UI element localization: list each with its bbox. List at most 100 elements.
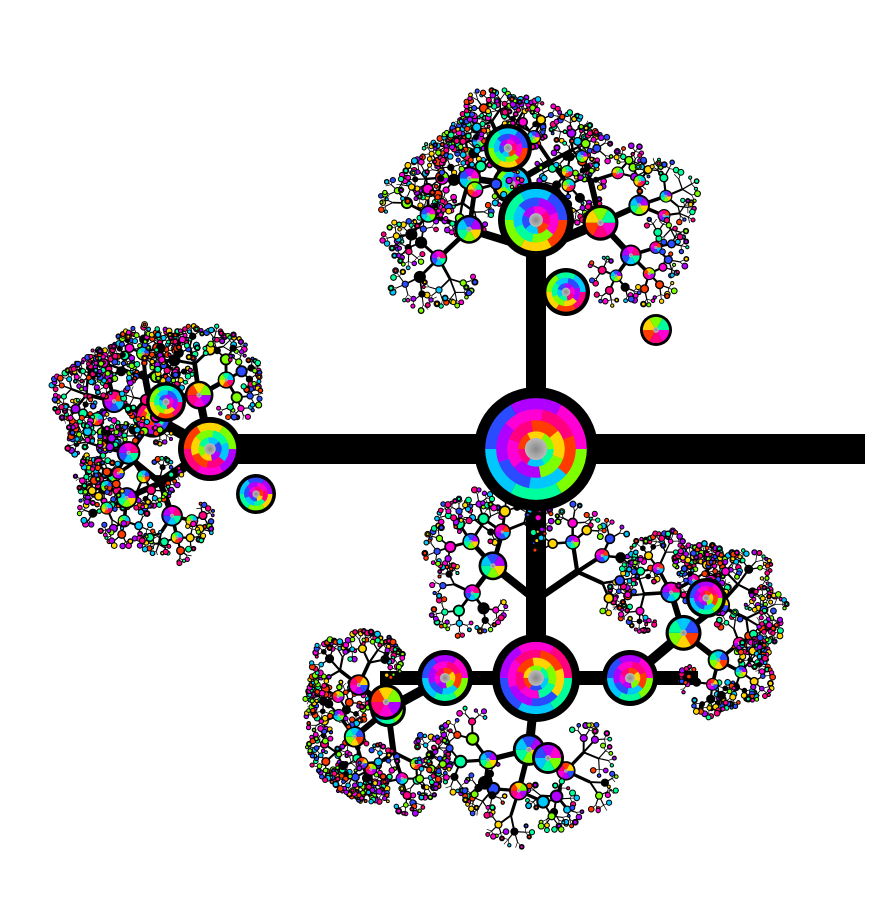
leaf-dot bbox=[517, 99, 522, 104]
twig-line bbox=[454, 292, 458, 301]
node-dot bbox=[472, 133, 480, 141]
node-dot bbox=[501, 100, 508, 107]
twig-line bbox=[449, 278, 456, 293]
twig-line bbox=[82, 379, 86, 386]
twig-line bbox=[486, 828, 492, 832]
twig-line bbox=[603, 804, 608, 811]
leaf-dot bbox=[512, 98, 518, 104]
twig-line bbox=[682, 588, 686, 592]
branch-line bbox=[514, 122, 530, 132]
twig-line bbox=[157, 532, 163, 545]
leaf-dot bbox=[445, 207, 453, 215]
leaf-dot bbox=[615, 149, 620, 154]
twig-line bbox=[682, 183, 692, 190]
leaf-dot bbox=[577, 114, 584, 120]
twig-line bbox=[257, 365, 261, 368]
twig-line bbox=[405, 787, 412, 791]
twig-line bbox=[64, 419, 66, 424]
twig-line bbox=[111, 519, 120, 525]
twig-line bbox=[80, 398, 82, 402]
leaf-dot bbox=[608, 141, 613, 146]
twig-line bbox=[158, 543, 165, 549]
leaf-dot bbox=[621, 146, 627, 152]
twig-line bbox=[473, 91, 477, 95]
branch-line bbox=[338, 657, 344, 671]
twig-line bbox=[564, 119, 571, 124]
twig-line bbox=[756, 617, 760, 621]
leaf-dot bbox=[596, 184, 604, 191]
leaf-dot bbox=[577, 174, 584, 181]
leaf-dot bbox=[487, 102, 493, 108]
node-dot bbox=[653, 227, 663, 237]
twig-line bbox=[319, 644, 321, 648]
twig-line bbox=[445, 785, 451, 789]
leaf-dot bbox=[540, 136, 545, 141]
node-disc bbox=[633, 174, 647, 188]
twig-line bbox=[222, 346, 231, 352]
twig-line bbox=[652, 218, 657, 225]
leaf-dot bbox=[640, 156, 647, 164]
twig-line bbox=[613, 604, 618, 611]
leaf-dot bbox=[482, 221, 489, 228]
twig-line bbox=[424, 792, 429, 794]
leaf-dot bbox=[524, 107, 529, 112]
twig-line bbox=[493, 617, 497, 622]
leaf-dot bbox=[540, 174, 548, 182]
twig-line bbox=[488, 207, 493, 210]
leaf-dot bbox=[685, 198, 691, 203]
leaf-dot bbox=[604, 157, 611, 165]
leaf-dot bbox=[443, 216, 449, 222]
leaf-dot bbox=[637, 188, 643, 194]
twig-line bbox=[433, 579, 437, 583]
twig-line bbox=[611, 778, 616, 783]
twig-line bbox=[458, 500, 464, 504]
twig-line bbox=[56, 403, 59, 408]
twig-line bbox=[499, 599, 502, 605]
twig-line bbox=[598, 750, 606, 759]
leaf-dot bbox=[417, 202, 424, 209]
leaf-dot bbox=[554, 137, 559, 143]
node-dot bbox=[471, 122, 482, 133]
branch-line bbox=[85, 377, 89, 395]
leaf-dot bbox=[433, 143, 438, 147]
twig-line bbox=[160, 485, 166, 492]
twig-line bbox=[678, 178, 684, 190]
node-dot bbox=[574, 192, 585, 203]
leaf-dot bbox=[485, 108, 492, 115]
leaf-dot bbox=[435, 149, 442, 156]
leaf-dot bbox=[608, 154, 614, 159]
twig-line bbox=[652, 157, 656, 164]
branch-line bbox=[514, 111, 524, 125]
twig-line bbox=[676, 231, 683, 235]
leaf-dot bbox=[620, 153, 627, 160]
twig-line bbox=[682, 188, 693, 196]
leaf-dot bbox=[479, 89, 487, 96]
leaf-dot bbox=[474, 88, 480, 94]
node-dot bbox=[592, 143, 602, 153]
node-dot bbox=[659, 173, 669, 183]
twig-line bbox=[500, 93, 505, 100]
leaf-dot bbox=[494, 98, 500, 104]
node-dot bbox=[584, 163, 591, 170]
twig-line bbox=[583, 751, 599, 760]
leaf-dot bbox=[553, 161, 560, 168]
leaf-dot bbox=[539, 101, 545, 106]
leaf-dot bbox=[440, 142, 445, 147]
leaf-dot bbox=[554, 144, 560, 151]
leaf-dot bbox=[468, 92, 473, 98]
twig-line bbox=[257, 393, 264, 395]
twig-line bbox=[663, 228, 672, 237]
node-dot bbox=[579, 204, 586, 211]
leaf-dot bbox=[486, 124, 491, 129]
twig-line bbox=[342, 682, 347, 687]
twig-line bbox=[539, 158, 544, 164]
twig-line bbox=[554, 129, 561, 132]
twig-line bbox=[585, 120, 589, 125]
twig-line bbox=[673, 173, 680, 180]
leaf-dot bbox=[593, 129, 599, 135]
twig-line bbox=[484, 509, 487, 514]
twig-line bbox=[502, 118, 507, 121]
leaf-dot bbox=[661, 161, 668, 168]
node-dot bbox=[485, 96, 492, 104]
